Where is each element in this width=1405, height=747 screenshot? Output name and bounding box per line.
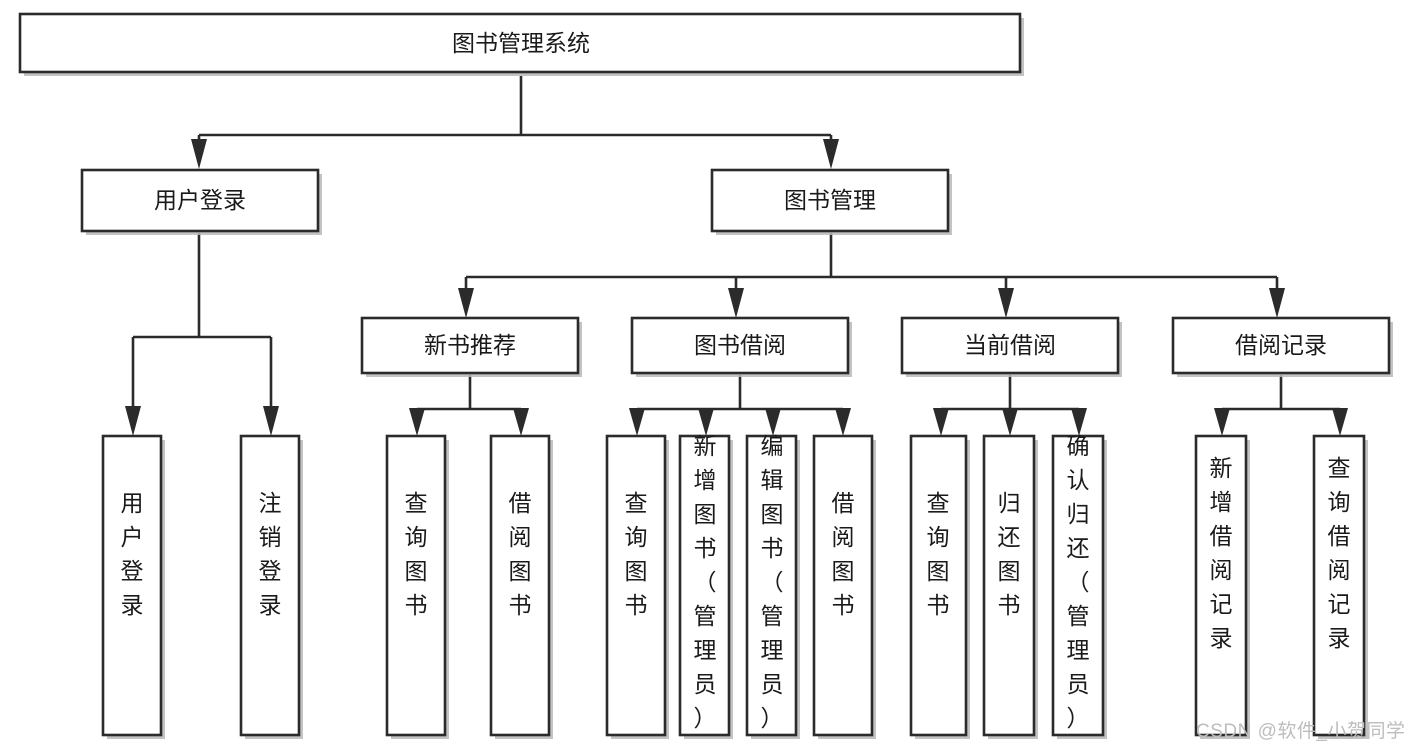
leaf-confirm-return-label: 确认归还（管理员） (1067, 433, 1090, 731)
leaf-borrow-book-2[interactable]: 借阅图书 (812, 434, 876, 739)
leaf-query-book-3[interactable]: 查询图书 (909, 434, 970, 739)
node-borrow-record[interactable]: 借阅记录 (1171, 316, 1393, 377)
leaf-add-book[interactable]: 新增图书（管理员） (678, 433, 733, 739)
node-current-borrow[interactable]: 当前借阅 (900, 316, 1122, 377)
leaf-user-logout[interactable]: 注销登录 (239, 434, 303, 739)
leaf-user-login-box[interactable] (101, 434, 163, 737)
leaf-add-book-box[interactable] (678, 434, 731, 737)
leaf-confirm-return[interactable]: 确认归还（管理员） (1051, 433, 1107, 739)
leaf-user-logout-label: 注销登录 (259, 490, 282, 618)
leaf-edit-book-label: 编辑图书（管理员） (761, 433, 784, 731)
leaf-query-book-2-box[interactable] (605, 434, 667, 737)
leaf-borrow-book-1-label: 借阅图书 (509, 490, 532, 618)
leaf-query-record-label: 查询借阅记录 (1328, 455, 1351, 651)
leaf-return-book-box[interactable] (982, 434, 1036, 737)
edges-layer (125, 76, 1348, 436)
leaf-return-book[interactable]: 归还图书 (982, 434, 1038, 739)
arrow-head-leaf-query-record (1332, 408, 1348, 436)
node-book-borrow[interactable]: 图书借阅 (630, 316, 852, 377)
node-book-manage[interactable]: 图书管理 (710, 168, 952, 235)
arrow-head-leaf-query-book-2 (629, 408, 645, 436)
node-user-login[interactable]: 用户登录 (80, 168, 322, 235)
book-manage-box[interactable] (710, 168, 950, 233)
arrow-head-leaf-return-book (1002, 408, 1018, 436)
leaf-return-book-label: 归还图书 (998, 490, 1021, 618)
new-book-recommend-label: 新书推荐 (424, 332, 516, 358)
arrow-head-leaf-add-book (698, 408, 714, 436)
arrow-head-leaf-borrow-book-1 (513, 408, 529, 436)
leaf-user-logout-box[interactable] (239, 434, 301, 737)
root-box[interactable] (18, 12, 1022, 74)
arrow-head-leaf-user-logout (263, 406, 279, 436)
node-new-book-recommend[interactable]: 新书推荐 (360, 316, 582, 377)
current-borrow-label: 当前借阅 (964, 332, 1056, 358)
leaf-borrow-book-2-label: 借阅图书 (832, 490, 855, 618)
leaf-user-login[interactable]: 用户登录 (101, 434, 165, 739)
leaf-query-book-1-label: 查询图书 (405, 490, 428, 618)
arrow-head-leaf-user-login (125, 406, 141, 436)
leaf-add-book-label: 新增图书（管理员） (694, 433, 717, 731)
current-borrow-box[interactable] (900, 316, 1120, 375)
arrow-head-leaf-query-book-1 (409, 408, 425, 436)
book-borrow-box[interactable] (630, 316, 850, 375)
borrow-record-box[interactable] (1171, 316, 1391, 375)
leaf-query-book-2-label: 查询图书 (625, 490, 648, 618)
leaf-user-login-label: 用户登录 (121, 490, 144, 618)
arrow-head-borrow-record (1269, 288, 1285, 318)
leaf-query-book-3-label: 查询图书 (927, 490, 950, 618)
arrow-head-leaf-edit-book (765, 408, 781, 436)
arrow-head-book-manage (823, 139, 839, 169)
leaf-confirm-return-box[interactable] (1051, 434, 1105, 737)
leaf-edit-book[interactable]: 编辑图书（管理员） (745, 433, 800, 739)
arrow-head-leaf-confirm-return (1071, 408, 1087, 436)
leaf-query-book-1[interactable]: 查询图书 (385, 434, 449, 739)
book-borrow-label: 图书借阅 (694, 332, 786, 358)
arrow-head-book-borrow (728, 288, 744, 318)
arrow-head-user-login (191, 139, 207, 169)
leaf-add-record-box[interactable] (1194, 434, 1248, 737)
user-login-box[interactable] (80, 168, 320, 233)
arrow-head-current-borrow (998, 288, 1014, 318)
leaf-borrow-book-2-box[interactable] (812, 434, 874, 737)
leaf-query-book-1-box[interactable] (385, 434, 447, 737)
leaf-query-record-box[interactable] (1312, 434, 1366, 737)
leaf-edit-book-box[interactable] (745, 434, 798, 737)
leaf-query-book-2[interactable]: 查询图书 (605, 434, 669, 739)
leaf-query-record[interactable]: 查询借阅记录 (1312, 434, 1368, 739)
arrow-head-leaf-query-book-3 (933, 408, 949, 436)
root-label: 图书管理系统 (452, 30, 590, 56)
arrow-head-new-book-recommend (458, 288, 474, 318)
book-manage-label: 图书管理 (784, 187, 876, 213)
new-book-recommend-box[interactable] (360, 316, 580, 375)
arrow-head-leaf-borrow-book-2 (835, 408, 851, 436)
node-root[interactable]: 图书管理系统 (18, 12, 1024, 76)
arrow-head-leaf-add-record (1214, 408, 1230, 436)
leaf-add-record[interactable]: 新增借阅记录 (1194, 434, 1250, 739)
leaf-borrow-book-1[interactable]: 借阅图书 (489, 434, 553, 739)
user-login-label: 用户登录 (154, 187, 246, 213)
leaf-query-book-3-box[interactable] (909, 434, 968, 737)
leaf-borrow-book-1-box[interactable] (489, 434, 551, 737)
borrow-record-label: 借阅记录 (1235, 332, 1327, 358)
leaf-add-record-label: 新增借阅记录 (1210, 455, 1233, 651)
